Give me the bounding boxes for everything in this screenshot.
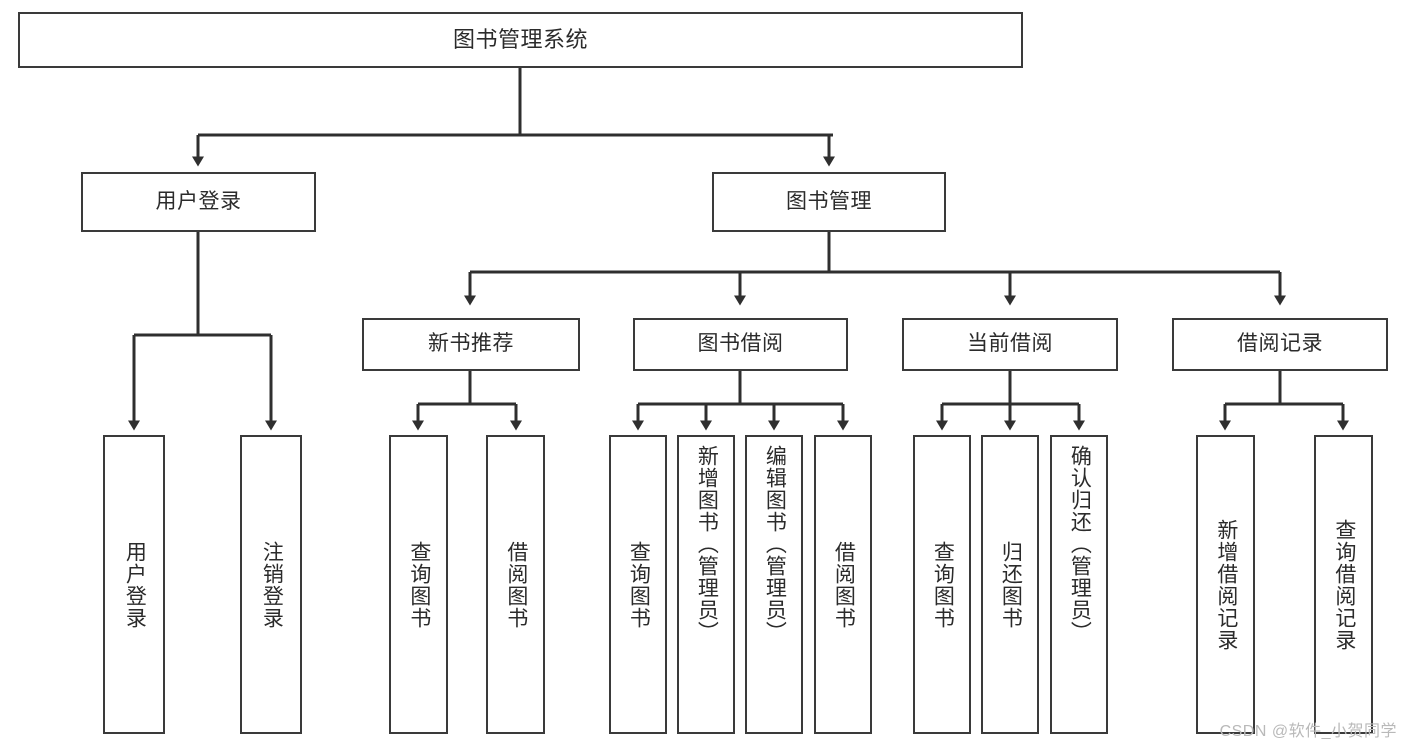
leaf-user-login-1[interactable]: 用户登录 <box>103 435 165 734</box>
leaf-book-borrow-1[interactable]: 查询图书 <box>609 435 667 734</box>
node-label: 新增借阅记录 <box>1214 518 1238 651</box>
node-label: 新书推荐 <box>428 332 514 356</box>
node-label: 用户登录 <box>123 540 147 629</box>
leaf-book-borrow-2[interactable]: 新增图书（管理员） <box>677 435 735 734</box>
leaf-current-borrow-3[interactable]: 确认归还（管理员） <box>1050 435 1108 734</box>
node-root-system[interactable]: 图书管理系统 <box>18 12 1023 68</box>
node-label: 查询借阅记录 <box>1332 518 1356 651</box>
node-label: 查询图书 <box>627 540 651 629</box>
leaf-current-borrow-1[interactable]: 查询图书 <box>913 435 971 734</box>
node-label: 用户登录 <box>155 189 242 213</box>
node-user-login[interactable]: 用户登录 <box>81 172 316 232</box>
leaf-borrow-record-1[interactable]: 新增借阅记录 <box>1196 435 1255 734</box>
leaf-book-borrow-3[interactable]: 编辑图书（管理员） <box>745 435 803 734</box>
node-current-borrow[interactable]: 当前借阅 <box>902 318 1118 371</box>
node-label: 确认归还（管理员） <box>1068 445 1092 643</box>
node-label: 查询图书 <box>407 540 431 629</box>
leaf-user-login-2[interactable]: 注销登录 <box>240 435 302 734</box>
node-label: 编辑图书（管理员） <box>763 445 787 643</box>
node-label: 图书借阅 <box>697 332 784 356</box>
node-label: 借阅图书 <box>832 540 856 629</box>
node-label: 借阅记录 <box>1237 332 1323 356</box>
node-label: 图书管理系统 <box>452 27 588 53</box>
node-label: 查询图书 <box>931 540 955 629</box>
node-label: 图书管理 <box>786 189 872 213</box>
leaf-current-borrow-2[interactable]: 归还图书 <box>981 435 1039 734</box>
node-label: 归还图书 <box>999 540 1023 629</box>
node-label: 新增图书（管理员） <box>695 445 719 643</box>
node-label: 当前借阅 <box>967 332 1053 356</box>
node-label: 借阅图书 <box>504 540 528 629</box>
leaf-new-book-2[interactable]: 借阅图书 <box>486 435 545 734</box>
leaf-new-book-1[interactable]: 查询图书 <box>389 435 448 734</box>
node-book-management[interactable]: 图书管理 <box>712 172 946 232</box>
watermark-text: CSDN @软件_小贺同学 <box>1219 723 1397 740</box>
leaf-borrow-record-2[interactable]: 查询借阅记录 <box>1314 435 1373 734</box>
node-borrow-record[interactable]: 借阅记录 <box>1172 318 1388 371</box>
node-book-borrow[interactable]: 图书借阅 <box>633 318 848 371</box>
node-label: 注销登录 <box>260 540 284 629</box>
leaf-book-borrow-4[interactable]: 借阅图书 <box>814 435 872 734</box>
node-new-book-recommend[interactable]: 新书推荐 <box>362 318 580 371</box>
